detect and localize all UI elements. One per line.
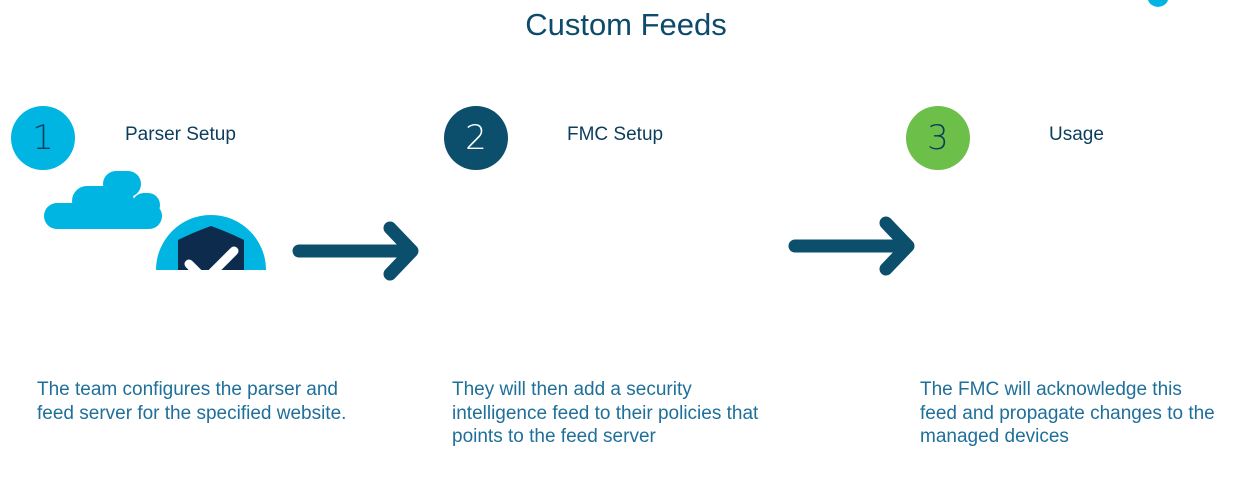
step-1-illustration (44, 171, 266, 270)
step-description: The team configures the parser and feed … (37, 379, 347, 424)
step-title: Usage (1049, 124, 1104, 145)
step-number-badge: 3 (906, 106, 970, 170)
step-3-illustration (0, 0, 346, 270)
step-number-badge: 2 (444, 106, 508, 170)
step-description: They will then add a security intelligen… (452, 379, 759, 447)
step-parser-setup: 1 Parser Setup (11, 106, 401, 466)
step-number-badge: 1 (11, 106, 75, 170)
step-number: 2 (465, 118, 487, 158)
cloud-icon (44, 171, 162, 229)
step-title: FMC Setup (567, 124, 664, 145)
step-number: 3 (927, 118, 949, 158)
shield-check-icon (156, 215, 266, 270)
diagram-title: Custom Feeds (525, 7, 727, 42)
step-fmc-setup: 2 FMC Setup They will then add a securit… (444, 106, 834, 466)
step-description: The FMC will acknowledge this feed and p… (920, 379, 1215, 447)
step-number: 1 (32, 118, 54, 158)
step-title: Parser Setup (125, 124, 236, 145)
step-usage: 3 Usage The FMC will ackno (906, 106, 1252, 466)
